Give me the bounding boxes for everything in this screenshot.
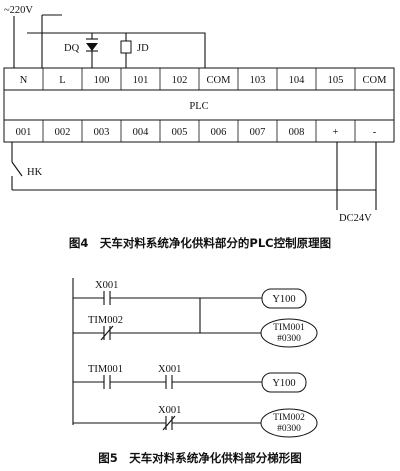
bottom-terminal: 005 [172,127,188,138]
top-terminal-row: N L 100 101 102 COM 103 104 105 COM [3,67,395,91]
figure5-caption: 图5 天车对料系统净化供料部分梯形图 [98,451,302,465]
contact-x001-no [103,291,111,305]
coil-tim001-label: TIM001 [273,323,305,333]
coil-tim001-preset: #0300 [277,334,301,344]
dq-element [86,38,98,68]
top-terminal: 105 [328,75,344,86]
coil-y100-label-2: Y100 [272,378,295,389]
top-terminal: COM [207,75,232,86]
bottom-terminal: 006 [211,127,227,138]
plc-body [3,89,395,121]
top-terminal: 103 [250,75,266,86]
rung-3: TIM001 X001 Y100 [73,364,307,393]
wire-supply-bus [27,32,206,68]
contact-tim001-no [103,375,111,389]
top-terminal: 101 [133,75,149,86]
bottom-terminal: 008 [289,127,305,138]
voltage-label: ~220V [4,5,33,16]
contact-x001-nc-label: X001 [158,405,181,416]
coil-y100-2 [261,372,307,393]
top-terminal: N [20,75,28,86]
coil-tim001 [260,318,318,348]
jd-label: JD [137,43,149,54]
plc-label: PLC [189,101,208,112]
ladder-diagram: X001 TIM002 Y100 TIM001 #0300 TIM001 X [72,278,318,465]
bottom-terminal: - [373,127,377,138]
bottom-terminal: + [333,127,339,138]
bottom-terminal: 002 [55,127,71,138]
contact-tim002-label: TIM002 [88,315,123,326]
top-terminal: 104 [289,75,306,86]
rung-1: X001 TIM002 Y100 TIM001 #0300 [73,280,318,348]
plc-wiring-diagram: ~220V DQ JD N L 100 101 102 COM 103 104 105 COM [3,5,395,250]
bottom-terminal: 001 [16,127,32,138]
rung-4: X001 TIM002 #0300 [73,405,318,438]
coil-y100-label: Y100 [272,294,295,305]
bottom-terminal: 004 [133,127,150,138]
contact-x001-no-2 [165,375,173,389]
coil-tim002-label: TIM002 [273,413,305,423]
hk-label: HK [27,167,43,178]
contact-x001-label-2: X001 [158,364,181,375]
contact-tim001-label: TIM001 [88,364,123,375]
figure4-caption: 图4 天车对料系统净化供料部分的PLC控制原理图 [69,236,331,250]
top-terminal: 102 [172,75,188,86]
top-terminal: L [59,75,65,86]
contact-x001-label: X001 [95,280,118,291]
top-terminal: COM [363,75,388,86]
bottom-terminal-row: 001 002 003 004 005 006 007 008 + - [3,119,395,143]
jd-coil [120,40,132,68]
dc24v-label: DC24V [339,213,372,224]
coil-y100 [261,288,307,309]
hk-switch-blade [11,161,23,177]
dq-label: DQ [64,43,80,54]
coil-tim002-preset: #0300 [277,424,301,434]
bottom-terminal: 007 [250,127,266,138]
bottom-terminal: 003 [94,127,110,138]
top-terminal: 100 [94,75,110,86]
coil-tim002 [260,408,318,438]
